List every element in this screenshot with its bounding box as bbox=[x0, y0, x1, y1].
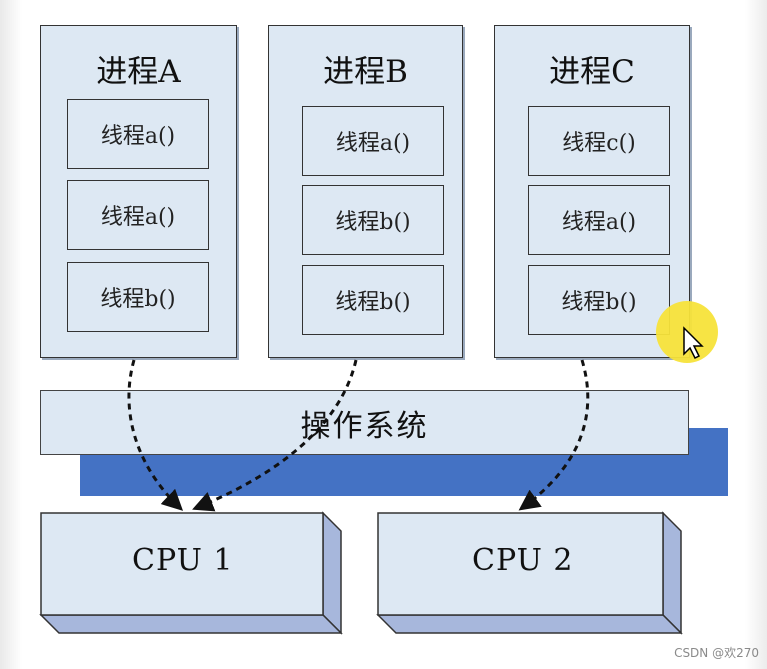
process-b-box: 进程B 线程a() 线程b() 线程b() bbox=[268, 25, 463, 358]
process-b-thread-3: 线程b() bbox=[302, 265, 444, 335]
process-c-thread-3: 线程b() bbox=[528, 265, 670, 335]
process-b-thread-1: 线程a() bbox=[302, 106, 444, 176]
process-c-thread-2: 线程a() bbox=[528, 185, 670, 255]
process-c-thread-1: 线程c() bbox=[528, 106, 670, 176]
process-b-title: 进程B bbox=[323, 54, 408, 90]
process-c-title: 进程C bbox=[549, 54, 635, 90]
os-layer: 操作系统 bbox=[40, 390, 689, 455]
process-c-box: 进程C 线程c() 线程a() 线程b() bbox=[494, 25, 690, 358]
process-a-thread-2: 线程a() bbox=[67, 180, 209, 250]
process-a-box: 进程A 线程a() 线程a() 线程b() bbox=[40, 25, 237, 358]
cpu-1-box bbox=[39, 511, 343, 635]
cpu-2-label: CPU 2 bbox=[472, 543, 574, 578]
cpu-2-front bbox=[377, 512, 664, 616]
cpu-1-front bbox=[40, 512, 324, 616]
arrow-process-b-to-cpu-1 bbox=[192, 359, 358, 512]
mouse-cursor-icon bbox=[683, 326, 704, 360]
process-b-thread-2: 线程b() bbox=[302, 185, 444, 255]
cpu-1-label: CPU 1 bbox=[132, 543, 234, 578]
arrow-process-a-to-cpu-1 bbox=[127, 359, 184, 511]
process-a-title: 进程A bbox=[96, 54, 181, 90]
process-a-thread-1: 线程a() bbox=[67, 99, 209, 169]
watermark: CSDN @欢270 bbox=[674, 646, 759, 660]
cpu-2-box bbox=[376, 511, 683, 635]
process-a-thread-3: 线程b() bbox=[67, 262, 209, 332]
arrow-process-c-to-cpu-2 bbox=[518, 359, 590, 511]
